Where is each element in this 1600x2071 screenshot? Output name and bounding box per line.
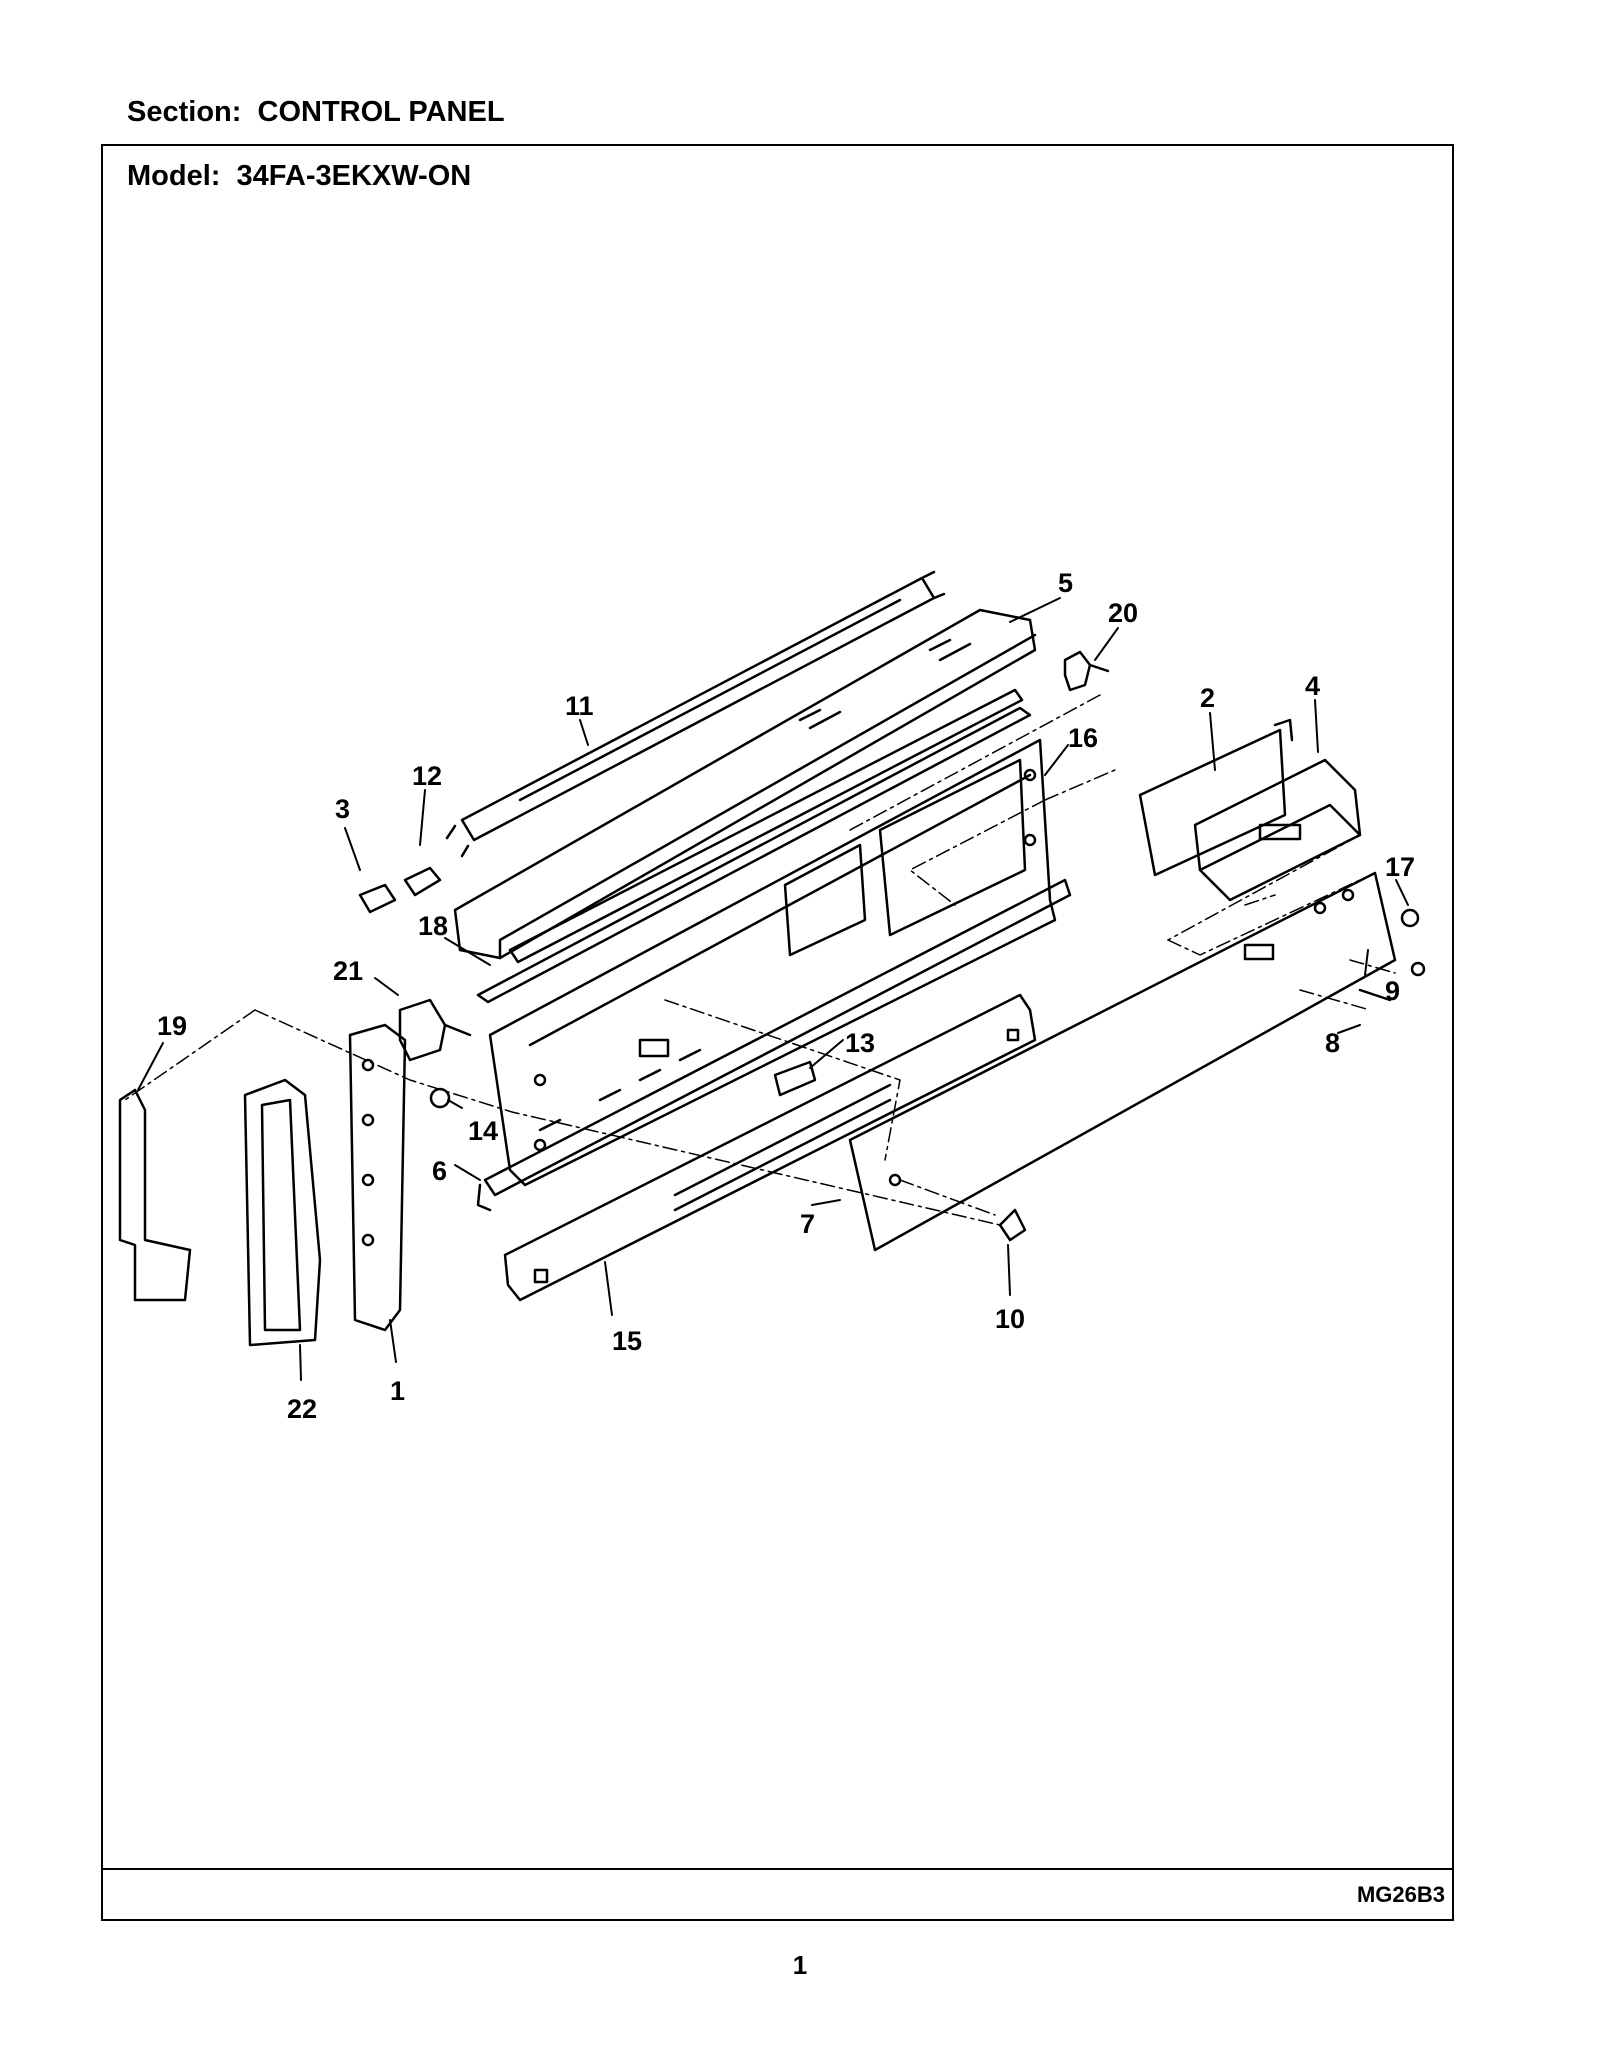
diagram-code: MG26B3 [1356,1882,1445,1907]
part-13-indicator-light [773,1060,817,1097]
part-20-lamp-holder [1063,650,1110,692]
callout-10: 10 [995,1304,1025,1334]
part-18-trim-strip [476,706,1032,1004]
callout-5: 5 [1058,568,1073,598]
callout-15: 15 [612,1326,642,1356]
callout-13: 13 [845,1028,875,1058]
callout-19: 19 [157,1011,187,1041]
part-9-spacer [1410,961,1426,977]
part-6-lower-rail [476,878,1072,1212]
callout-16: 16 [1068,723,1098,753]
part-12-switch [403,866,442,897]
part-22-end-trim [243,1078,322,1347]
part-8-screw [1358,988,1392,1002]
upper-rail [508,688,1024,964]
callout-22: 22 [287,1394,317,1424]
callout-18: 18 [418,911,448,941]
part-1-left-bracket [348,1023,407,1332]
part-10-knob [998,1208,1027,1242]
part-15-vented-trim [503,993,1037,1302]
callout-11: 11 [565,691,594,721]
callout-2: 2 [1200,683,1215,713]
callout-4: 4 [1305,671,1320,701]
callout-7: 7 [800,1209,815,1239]
part-4-clock [1193,758,1362,902]
callout-6: 6 [432,1156,447,1186]
page-number: 1 [792,1950,808,1980]
diagram-frame [101,144,1454,1921]
callout-20: 20 [1108,598,1138,628]
part-17-screw [1400,908,1420,928]
leader-lines [137,597,1409,1381]
footer-divider [101,1868,1454,1870]
part-2-clock-bracket [1138,718,1294,877]
part-11-fluorescent-tube [445,570,946,858]
part-21-rotary-control [398,998,472,1062]
section-title: Section: CONTROL PANEL [127,96,505,128]
alignment-lines [124,694,1396,1226]
callout-21: 21 [333,956,363,986]
part-5-lamp-cover [453,608,1037,960]
callout-9: 9 [1385,976,1400,1006]
callout-12: 12 [412,761,442,791]
part-19-end-bracket [118,1088,192,1302]
part-16-control-panel-back [488,738,1057,1187]
model-title: Model: 34FA-3EKXW-ON [127,160,472,192]
part-3-switch [358,883,397,914]
callout-1: 1 [390,1376,405,1406]
callout-labels: 5 20 11 12 3 2 4 16 17 18 21 19 13 14 6 … [157,568,1415,1424]
callout-14: 14 [468,1116,498,1146]
callout-3: 3 [335,794,350,824]
part-7-overlay-panel [848,871,1397,1252]
callout-17: 17 [1385,852,1415,882]
callout-8: 8 [1325,1028,1340,1058]
